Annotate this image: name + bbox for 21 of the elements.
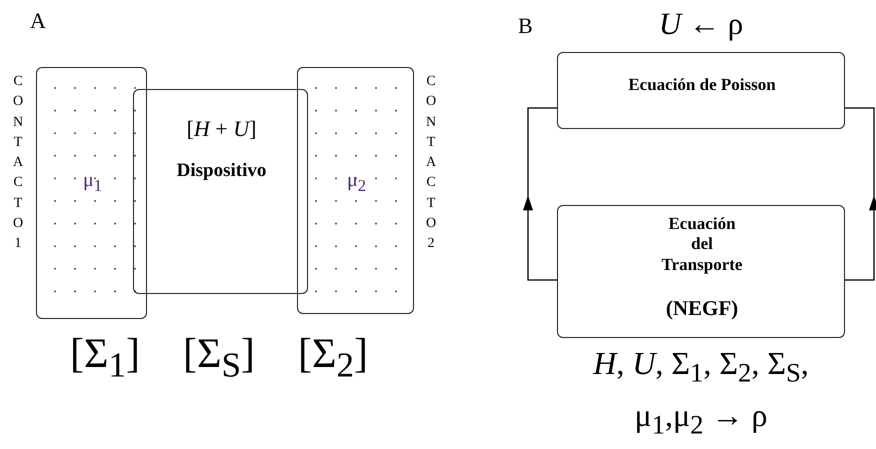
equation-box [557, 205, 845, 338]
equation-box [557, 52, 845, 129]
contact-region [36, 67, 147, 319]
box-label: Ecuación del Transporte [660, 214, 744, 276]
potential-label: μ$_{2}$ [346, 168, 368, 196]
formula-label: [H + U] [186, 116, 258, 142]
box-label: Ecuación de Poisson [627, 75, 777, 96]
panel-letter: B [518, 13, 533, 39]
potential-label: μ$_{1}$ [82, 168, 104, 196]
matrix-label: [Σ$_{1}$] [70, 330, 140, 386]
vertical-label: CONTACTO 1 [12, 73, 24, 254]
formula-label: U ← ρ [658, 5, 744, 43]
matrix-label: [Σ$_{2}$] [298, 330, 368, 386]
formula-label: H, U, Σ$_{1}$, Σ$_{2}$, Σ$_{S}$, μ$_{1}$,μ$_{2}$ → ρ [592, 344, 810, 442]
vertical-label: CONTACTO 2 [424, 73, 438, 254]
panel-letter: A [30, 8, 46, 34]
device-box [133, 89, 308, 294]
box-label: (NEGF) [664, 296, 740, 322]
contact-region [297, 67, 414, 314]
box-label: Dispositivo [176, 160, 268, 183]
matrix-label: [Σ$_{S}$] [183, 330, 255, 386]
